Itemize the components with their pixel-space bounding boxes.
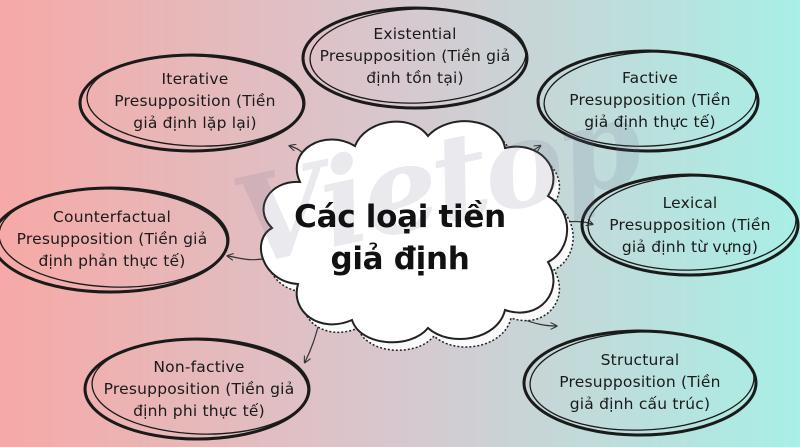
center-title-line-1: Các loại tiền xyxy=(294,199,506,235)
bubble-existential: Existential Presupposition (Tiền giả địn… xyxy=(305,23,525,89)
bubble-structural-line-3: giả định cấu trúc) xyxy=(569,395,711,413)
bubble-factive-line-2: Presupposition (Tiền xyxy=(569,91,731,109)
bubble-lexical-outline xyxy=(580,173,800,277)
bubble-factive-outline xyxy=(536,49,760,153)
center-title: Các loại tiền giả định xyxy=(250,196,550,280)
bubble-non-factive-outline xyxy=(83,337,311,441)
bubble-existential-outline xyxy=(301,6,529,110)
bubble-iterative-line-3: giả định lặp lại) xyxy=(133,114,257,132)
bubble-structural: Structural Presupposition (Tiền giả định… xyxy=(530,349,750,415)
bubble-non-factive: Non-factive Presupposition (Tiền giả địn… xyxy=(89,356,309,422)
bubble-non-factive-line-1: Non-factive xyxy=(153,358,245,376)
bubble-counterfactual: Counterfactual Presupposition (Tiền giả … xyxy=(2,206,222,272)
bubble-factive-line-3: giả định thực tế) xyxy=(584,113,716,131)
bubble-counterfactual-line-1: Counterfactual xyxy=(53,208,171,226)
bubble-counterfactual-line-3: định phản thực tế) xyxy=(38,252,186,270)
bubble-iterative-line-1: Iterative xyxy=(161,70,229,88)
bubble-outlines xyxy=(0,6,800,441)
bubble-iterative-outline xyxy=(78,53,306,153)
bubble-structural-line-2: Presupposition (Tiền xyxy=(559,373,721,391)
bubble-factive-line-1: Factive xyxy=(621,69,678,87)
bubble-structural-line-1: Structural xyxy=(600,351,680,369)
bubble-non-factive-line-2: Presupposition (Tiền giả xyxy=(103,380,295,398)
bubble-counterfactual-outline xyxy=(0,186,230,294)
bubble-counterfactual-line-2: Presupposition (Tiền giả xyxy=(16,230,208,248)
bubble-lexical-line-3: giả định từ vựng) xyxy=(621,238,759,256)
bubble-factive: Factive Presupposition (Tiền giả định th… xyxy=(540,67,760,133)
bubble-existential-line-3: định tồn tại) xyxy=(366,69,464,87)
bubble-non-factive-line-3: định phi thực tế) xyxy=(133,402,265,420)
bubble-lexical-line-1: Lexical xyxy=(662,194,718,212)
center-cloud xyxy=(260,120,569,344)
bubble-lexical-line-2: Presupposition (Tiền xyxy=(609,216,771,234)
bubble-iterative-line-2: Presupposition (Tiền xyxy=(114,92,276,110)
center-title-line-2: giả định xyxy=(330,241,470,277)
bubble-existential-line-2: Presupposition (Tiền giả xyxy=(319,47,511,65)
bubble-structural-outline xyxy=(522,329,758,437)
bubble-existential-line-1: Existential xyxy=(373,25,457,43)
bubble-lexical: Lexical Presupposition (Tiền giả định từ… xyxy=(582,192,798,258)
bubble-iterative: Iterative Presupposition (Tiền giả định … xyxy=(85,68,305,134)
